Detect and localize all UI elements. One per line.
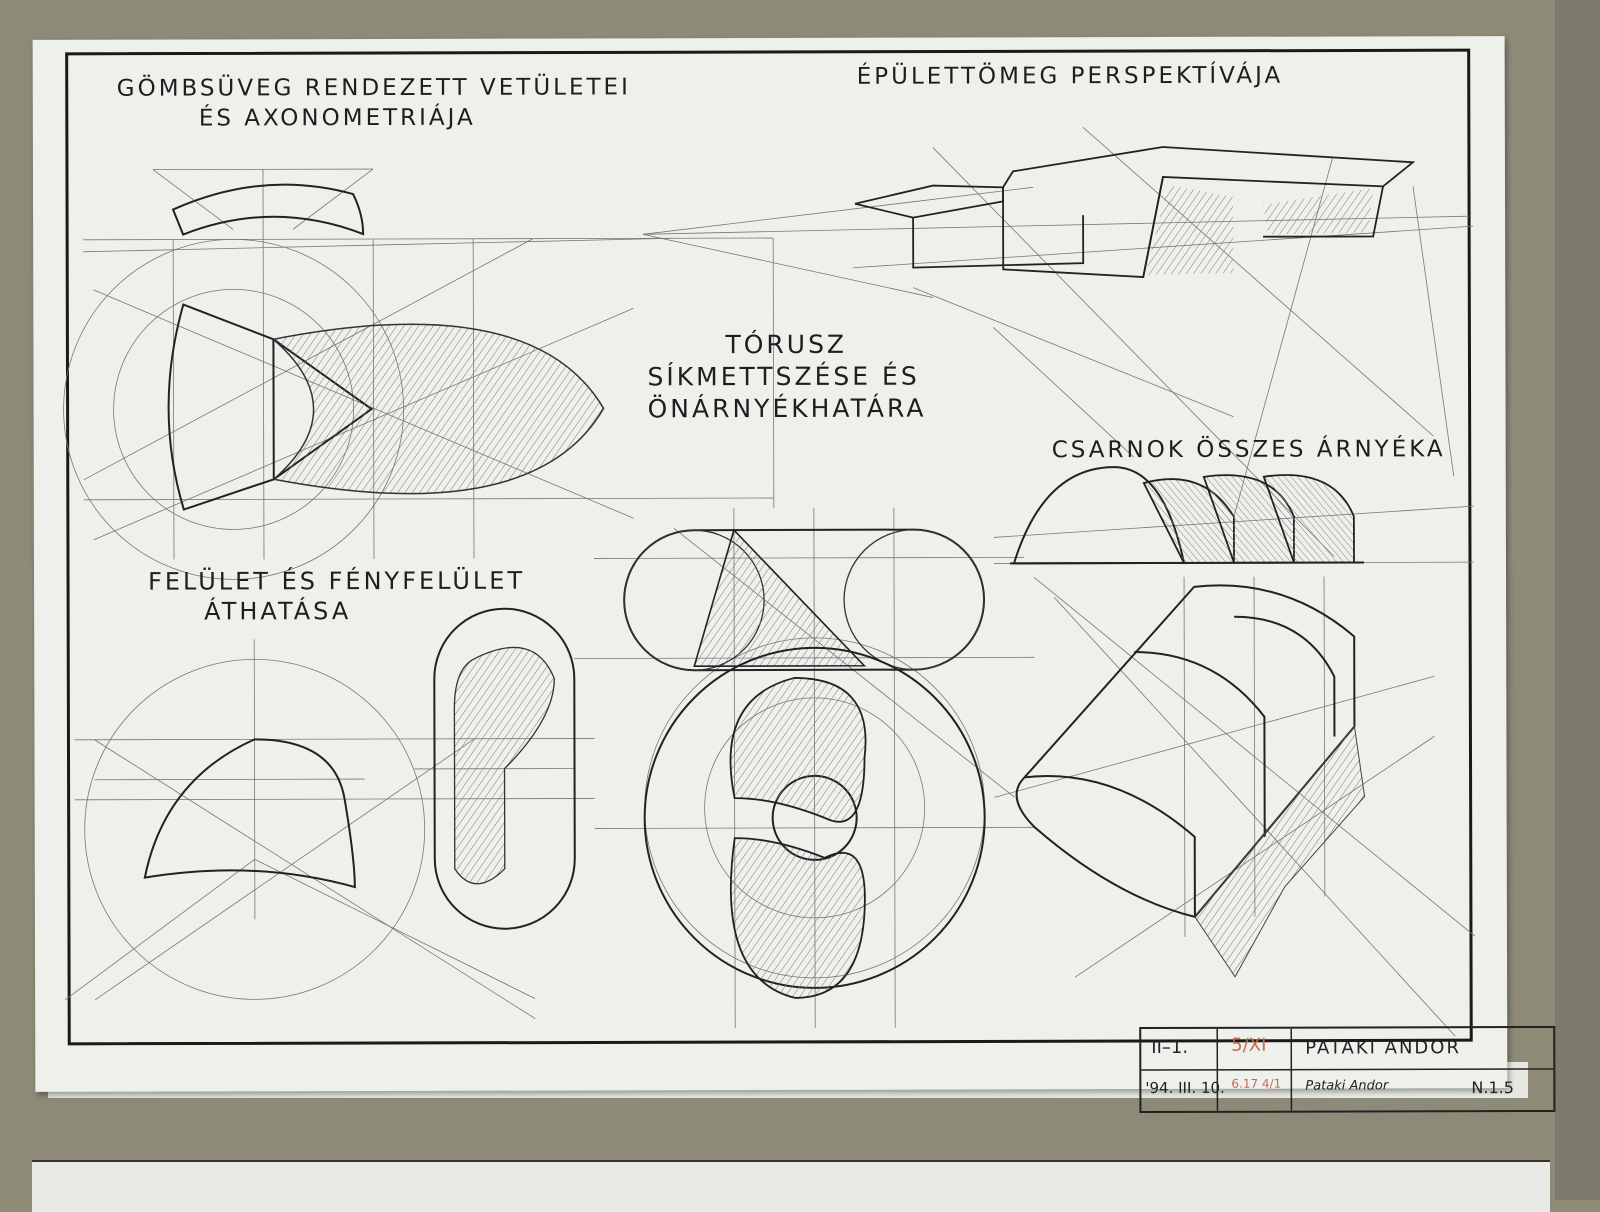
surface-patch [144, 739, 354, 888]
author-name: PATAKI ANDOR [1305, 1037, 1461, 1058]
grade: 5/XI [1231, 1035, 1266, 1056]
date: '94. III. 10. [1145, 1079, 1224, 1097]
gombsuveg-shadow [273, 324, 603, 494]
title-felulet-1: FELÜLET ÉS FÉNYFELÜLET [148, 567, 525, 597]
title-csarnok: CSARNOK ÖSSZES ÁRNYÉKA [1052, 436, 1446, 465]
title-gombsuveg-2: ÉS AXONOMETRIÁJA [199, 105, 476, 133]
wall-right [1555, 0, 1600, 1200]
torus-shadow-lower [731, 838, 865, 998]
torus-shadow-upper [730, 678, 865, 822]
technical-drawing [33, 36, 1508, 1092]
sheet-number: N.1.5 [1471, 1078, 1514, 1097]
title-torusz-3: ÖNÁRNYÉKHATÁRA [648, 394, 927, 425]
capsule-shadow [454, 647, 555, 884]
class-code: II–1. [1151, 1037, 1188, 1058]
signature: Pataki Andor [1305, 1078, 1388, 1093]
title-gombsuveg-1: GÖMBSÜVEG RENDEZETT VETÜLETEI [117, 74, 631, 103]
next-sheet-edge [32, 1160, 1550, 1212]
check-mark: 6.17 4/1 [1231, 1077, 1281, 1091]
torus-section-front [694, 530, 864, 666]
title-torusz-2: SÍKMETTSZÉSE ÉS [647, 362, 919, 393]
title-felulet-2: ÁTHATÁSA [204, 597, 351, 626]
drawing-sheet: GÖMBSÜVEG RENDEZETT VETÜLETEI ÉS AXONOME… [33, 36, 1508, 1092]
title-torusz-1: TÓRUSZ [725, 330, 847, 360]
title-block: II–1. 5/XI PATAKI ANDOR '94. III. 10. 6.… [1139, 1026, 1555, 1113]
gombsuveg-top-view [173, 184, 363, 234]
title-epulettomeg: ÉPÜLETTÖMEG PERSPEKTÍVÁJA [857, 63, 1284, 92]
hall-axonometric [1016, 585, 1355, 917]
